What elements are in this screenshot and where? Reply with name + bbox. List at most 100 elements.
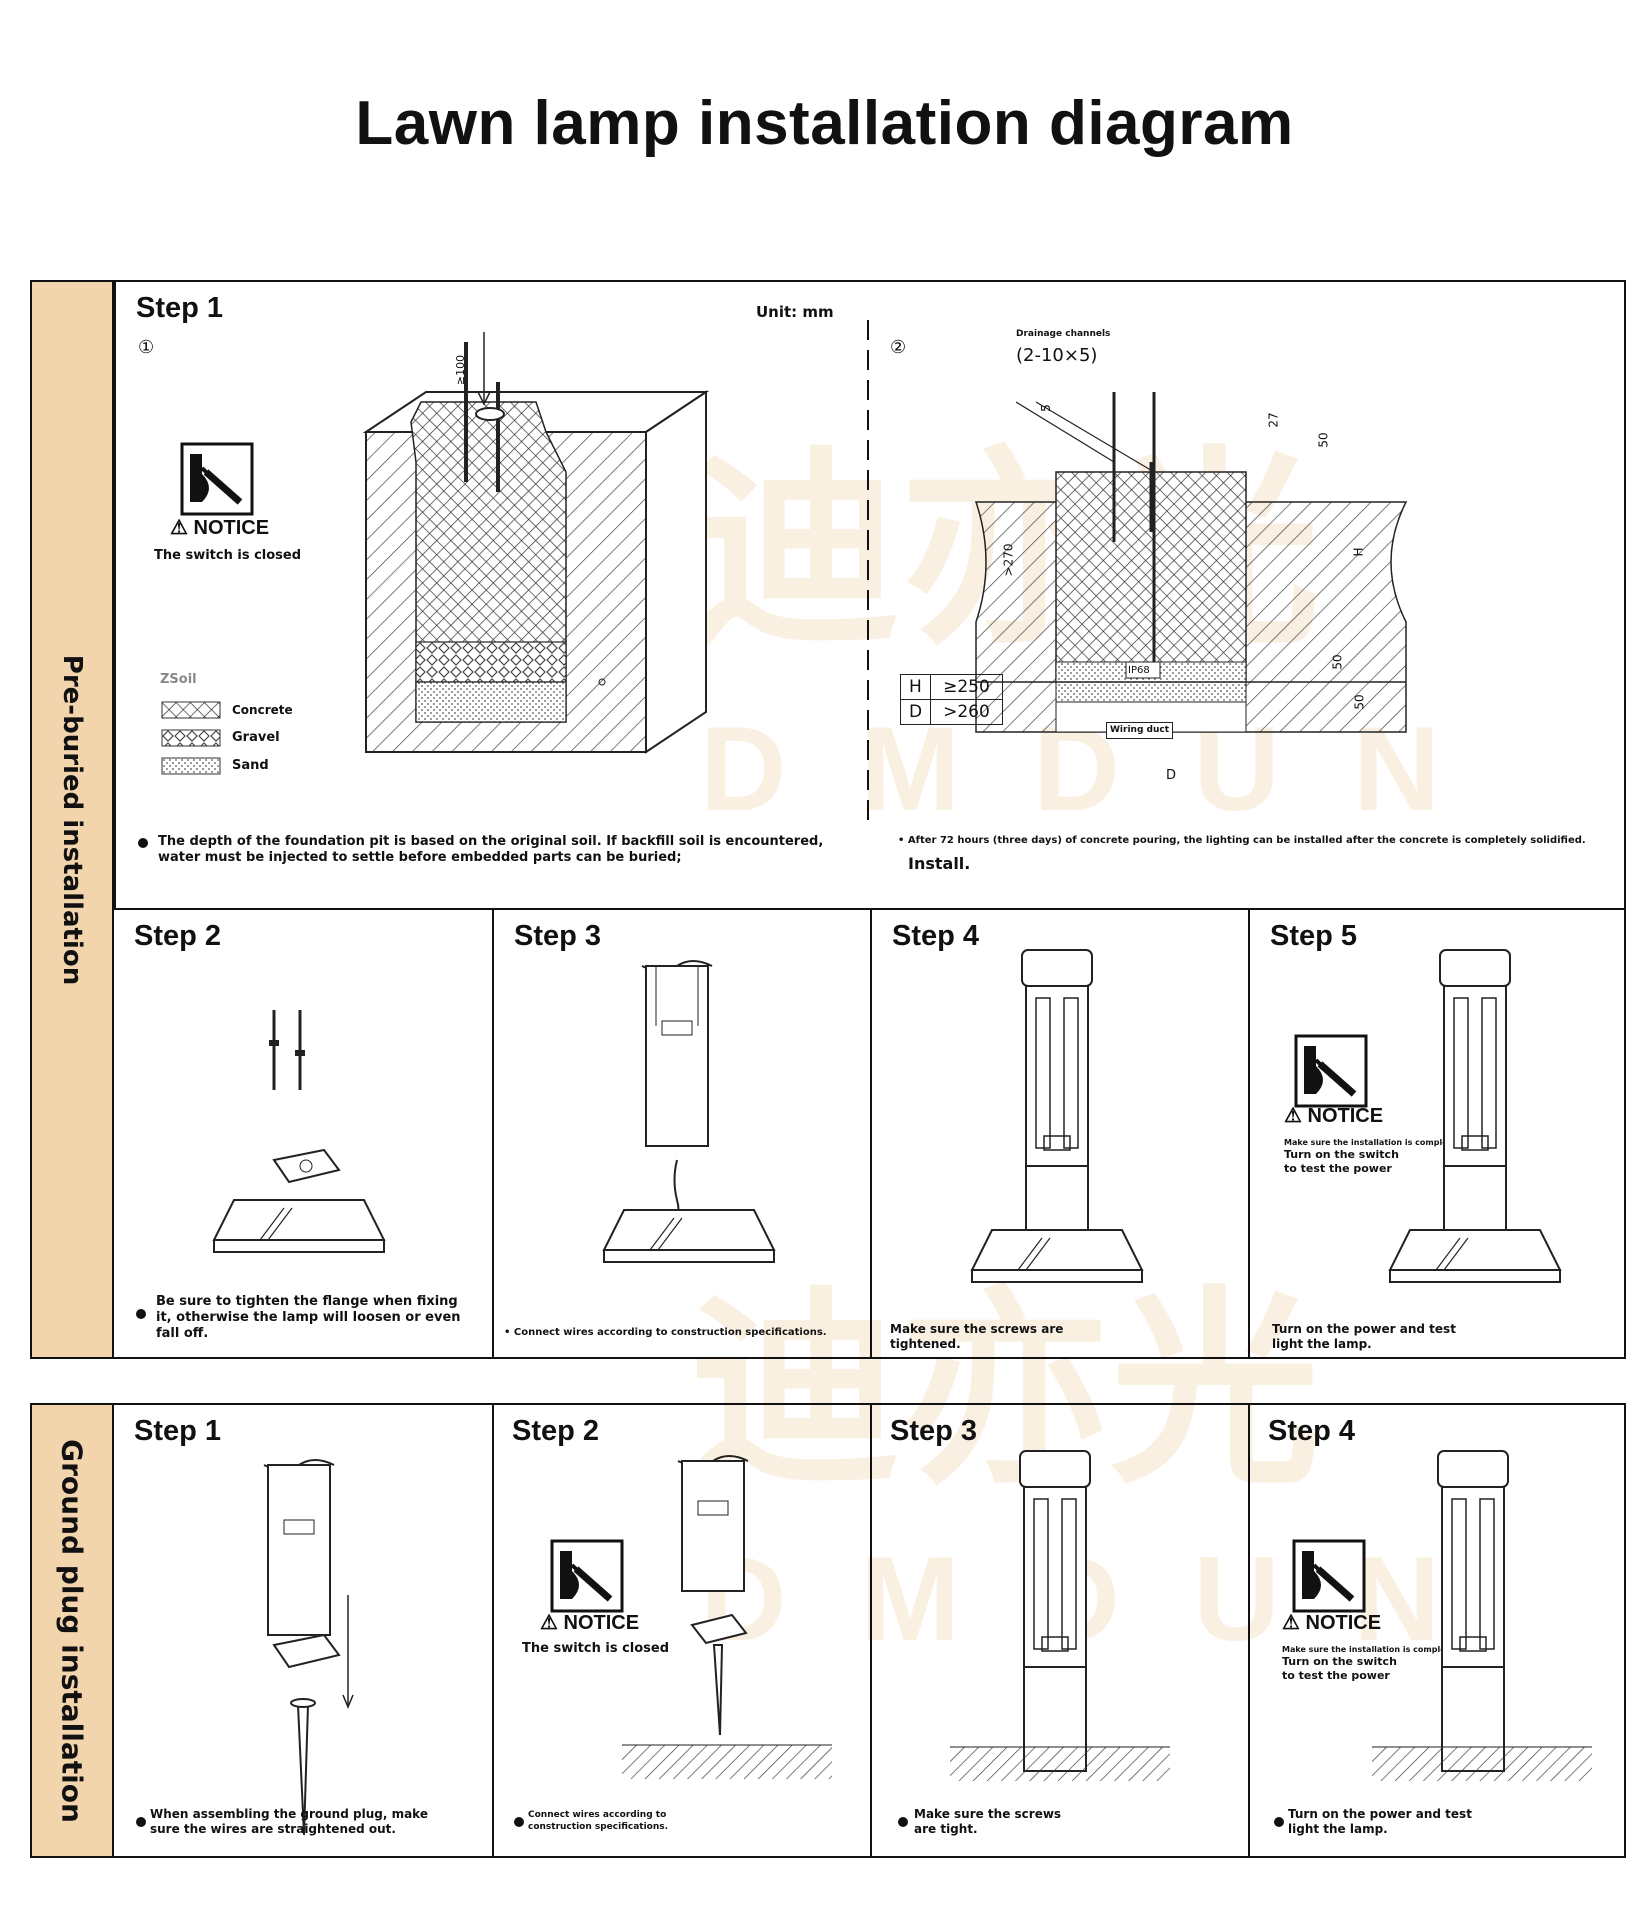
legend-sand-swatch [161,757,221,775]
note-right-text: After 72 hours (three days) of concrete … [907,835,1586,846]
dim-h: H [1351,547,1366,557]
dim-d: D [1166,768,1177,783]
notice-title: ⚠ NOTICE [170,517,270,539]
dashed-divider [867,320,869,820]
preburied-step2: Step 2 Be sure to tighten the flange whe… [114,908,494,1359]
dimension-table: H ≥250 D >260 [899,674,1003,725]
legend-gravel-swatch [161,729,221,747]
step-heading: Step 3 [514,920,602,952]
notice-text: The switch is closed [154,548,302,563]
section-diagram [974,392,1408,733]
notice-switch-icon [1294,1541,1364,1611]
notice-text: The switch is closed [522,1641,670,1656]
legend-concrete-swatch [161,701,221,719]
notice-switch-icon [1296,1036,1366,1106]
notice-text: Turn on the switch to test the power [1284,1148,1399,1175]
step-heading: Step 4 [892,920,980,952]
groundplug-step2: Step 2 ⚠ NOTICE The switch is closed Con… [492,1405,872,1856]
warning-icon: ⚠ [540,1612,558,1634]
bullet [136,1309,146,1319]
step-note: Make sure the screws are tightened. [890,1322,1064,1351]
legend-gravel: Gravel [232,730,280,745]
legend-sand: Sand [232,758,269,773]
notice-small: Make sure the installation is complete [1282,1645,1455,1654]
ip-label: IP68 [1128,665,1150,676]
table-key: D [899,699,932,725]
note-left: The depth of the foundation pit is based… [158,834,824,865]
lamp-base-illustration [641,960,713,1147]
step-heading: Step 2 [512,1415,600,1447]
notice-title-text: NOTICE [1305,1612,1382,1634]
drainage-value: (2-10×5) [1016,345,1098,366]
step-note: Be sure to tighten the flange when fixin… [156,1294,461,1341]
dim-50b: 50 [1330,654,1345,670]
groundplug-step3: Step 3 Make sure the screws are tight. [870,1405,1250,1856]
step-heading: Step 1 [136,292,224,324]
bolts-illustration [269,1010,305,1090]
foundation-block-diagram [362,332,710,754]
step-heading: Step 3 [890,1415,978,1447]
notice-title: ⚠ NOTICE [540,1612,639,1634]
groundplug-section: Ground plug installation Step 1 When ass… [30,1403,1626,1858]
dim-depth-left: ≥100 [454,354,468,386]
marker-2: ② [890,337,907,358]
groundplug-label: Ground plug installation [55,1438,89,1823]
lamp-base-illustration [263,1459,335,1636]
marker-1: ① [138,337,155,358]
wiring-label: Wiring duct [1106,722,1174,739]
step-note: Connect wires according to construction … [528,1810,669,1832]
concrete-base-illustration [971,1229,1143,1283]
groundplug-sidebar: Ground plug installation [32,1405,114,1856]
table-row: H ≥250 [899,674,1003,700]
notice-switch-icon [552,1541,622,1611]
bullet [898,1817,908,1827]
table-value: >260 [930,699,1003,725]
step-heading: Step 5 [1270,920,1358,952]
step-note: • Connect wires according to constructio… [504,1327,827,1338]
concrete-base-illustration [603,1209,775,1263]
table-row: D >260 [899,699,1003,725]
bullet [1274,1817,1284,1827]
preburied-step3: Step 3 • Connect wires according to cons… [492,908,872,1359]
lamp-illustration [1019,1450,1091,1772]
flange-illustration [272,1148,341,1184]
dim-270: >270 [1001,543,1016,577]
notice-title: ⚠ NOTICE [1282,1612,1382,1634]
ground-illustration [622,1744,832,1779]
notice-title-text: NOTICE [1307,1105,1384,1127]
lamp-illustration [1439,949,1511,1271]
groundplug-step1: Step 1 When assembling the ground plug, … [114,1405,494,1856]
bullet [136,1817,146,1827]
dim-27: 27 [1266,412,1281,428]
warning-icon: ⚠ [170,517,188,539]
table-key: H [899,674,932,700]
legend-concrete: Concrete [232,703,293,717]
preburied-step1: Step 1 Unit: mm ① ② ⚠ NOTICE The switch … [114,282,1626,910]
step-note: Make sure the screws are tight. [914,1807,1062,1836]
note-right: • After 72 hours (three days) of concret… [898,835,1586,846]
ground-illustration [950,1746,1170,1781]
warning-icon: ⚠ [1284,1105,1302,1127]
ground-illustration [1372,1746,1592,1781]
dim-50a: 50 [1316,432,1331,448]
step-note: Turn on the power and test light the lam… [1272,1322,1456,1351]
concrete-base-illustration [1389,1229,1561,1283]
dim-50c: 50 [1352,694,1367,710]
step-heading: Step 2 [134,920,222,952]
bullet [138,838,148,848]
notice-text: Turn on the switch to test the power [1282,1655,1397,1682]
unit-label: Unit: mm [756,303,834,321]
notice-title: ⚠ NOTICE [1284,1105,1384,1127]
ground-spike-illustration [272,1595,354,1836]
table-value: ≥250 [930,674,1003,700]
lamp-illustration [1437,1450,1509,1772]
groundplug-step4: Step 4 ⚠ NOTICE Make sure the installati… [1248,1405,1626,1856]
step-note-text: Connect wires according to construction … [513,1327,827,1338]
drainage-title: Drainage channels [1016,329,1111,339]
notice-small: Make sure the installation is complete [1284,1138,1457,1147]
step-heading: Step 1 [134,1415,222,1447]
notice-title-text: NOTICE [193,517,270,539]
preburied-step4: Step 4 Make sure the screws are tightene… [870,908,1250,1359]
dim-5: 5 [1038,404,1053,412]
preburied-section: Pre-buried installation Step 1 Unit: mm … [30,280,1626,1359]
